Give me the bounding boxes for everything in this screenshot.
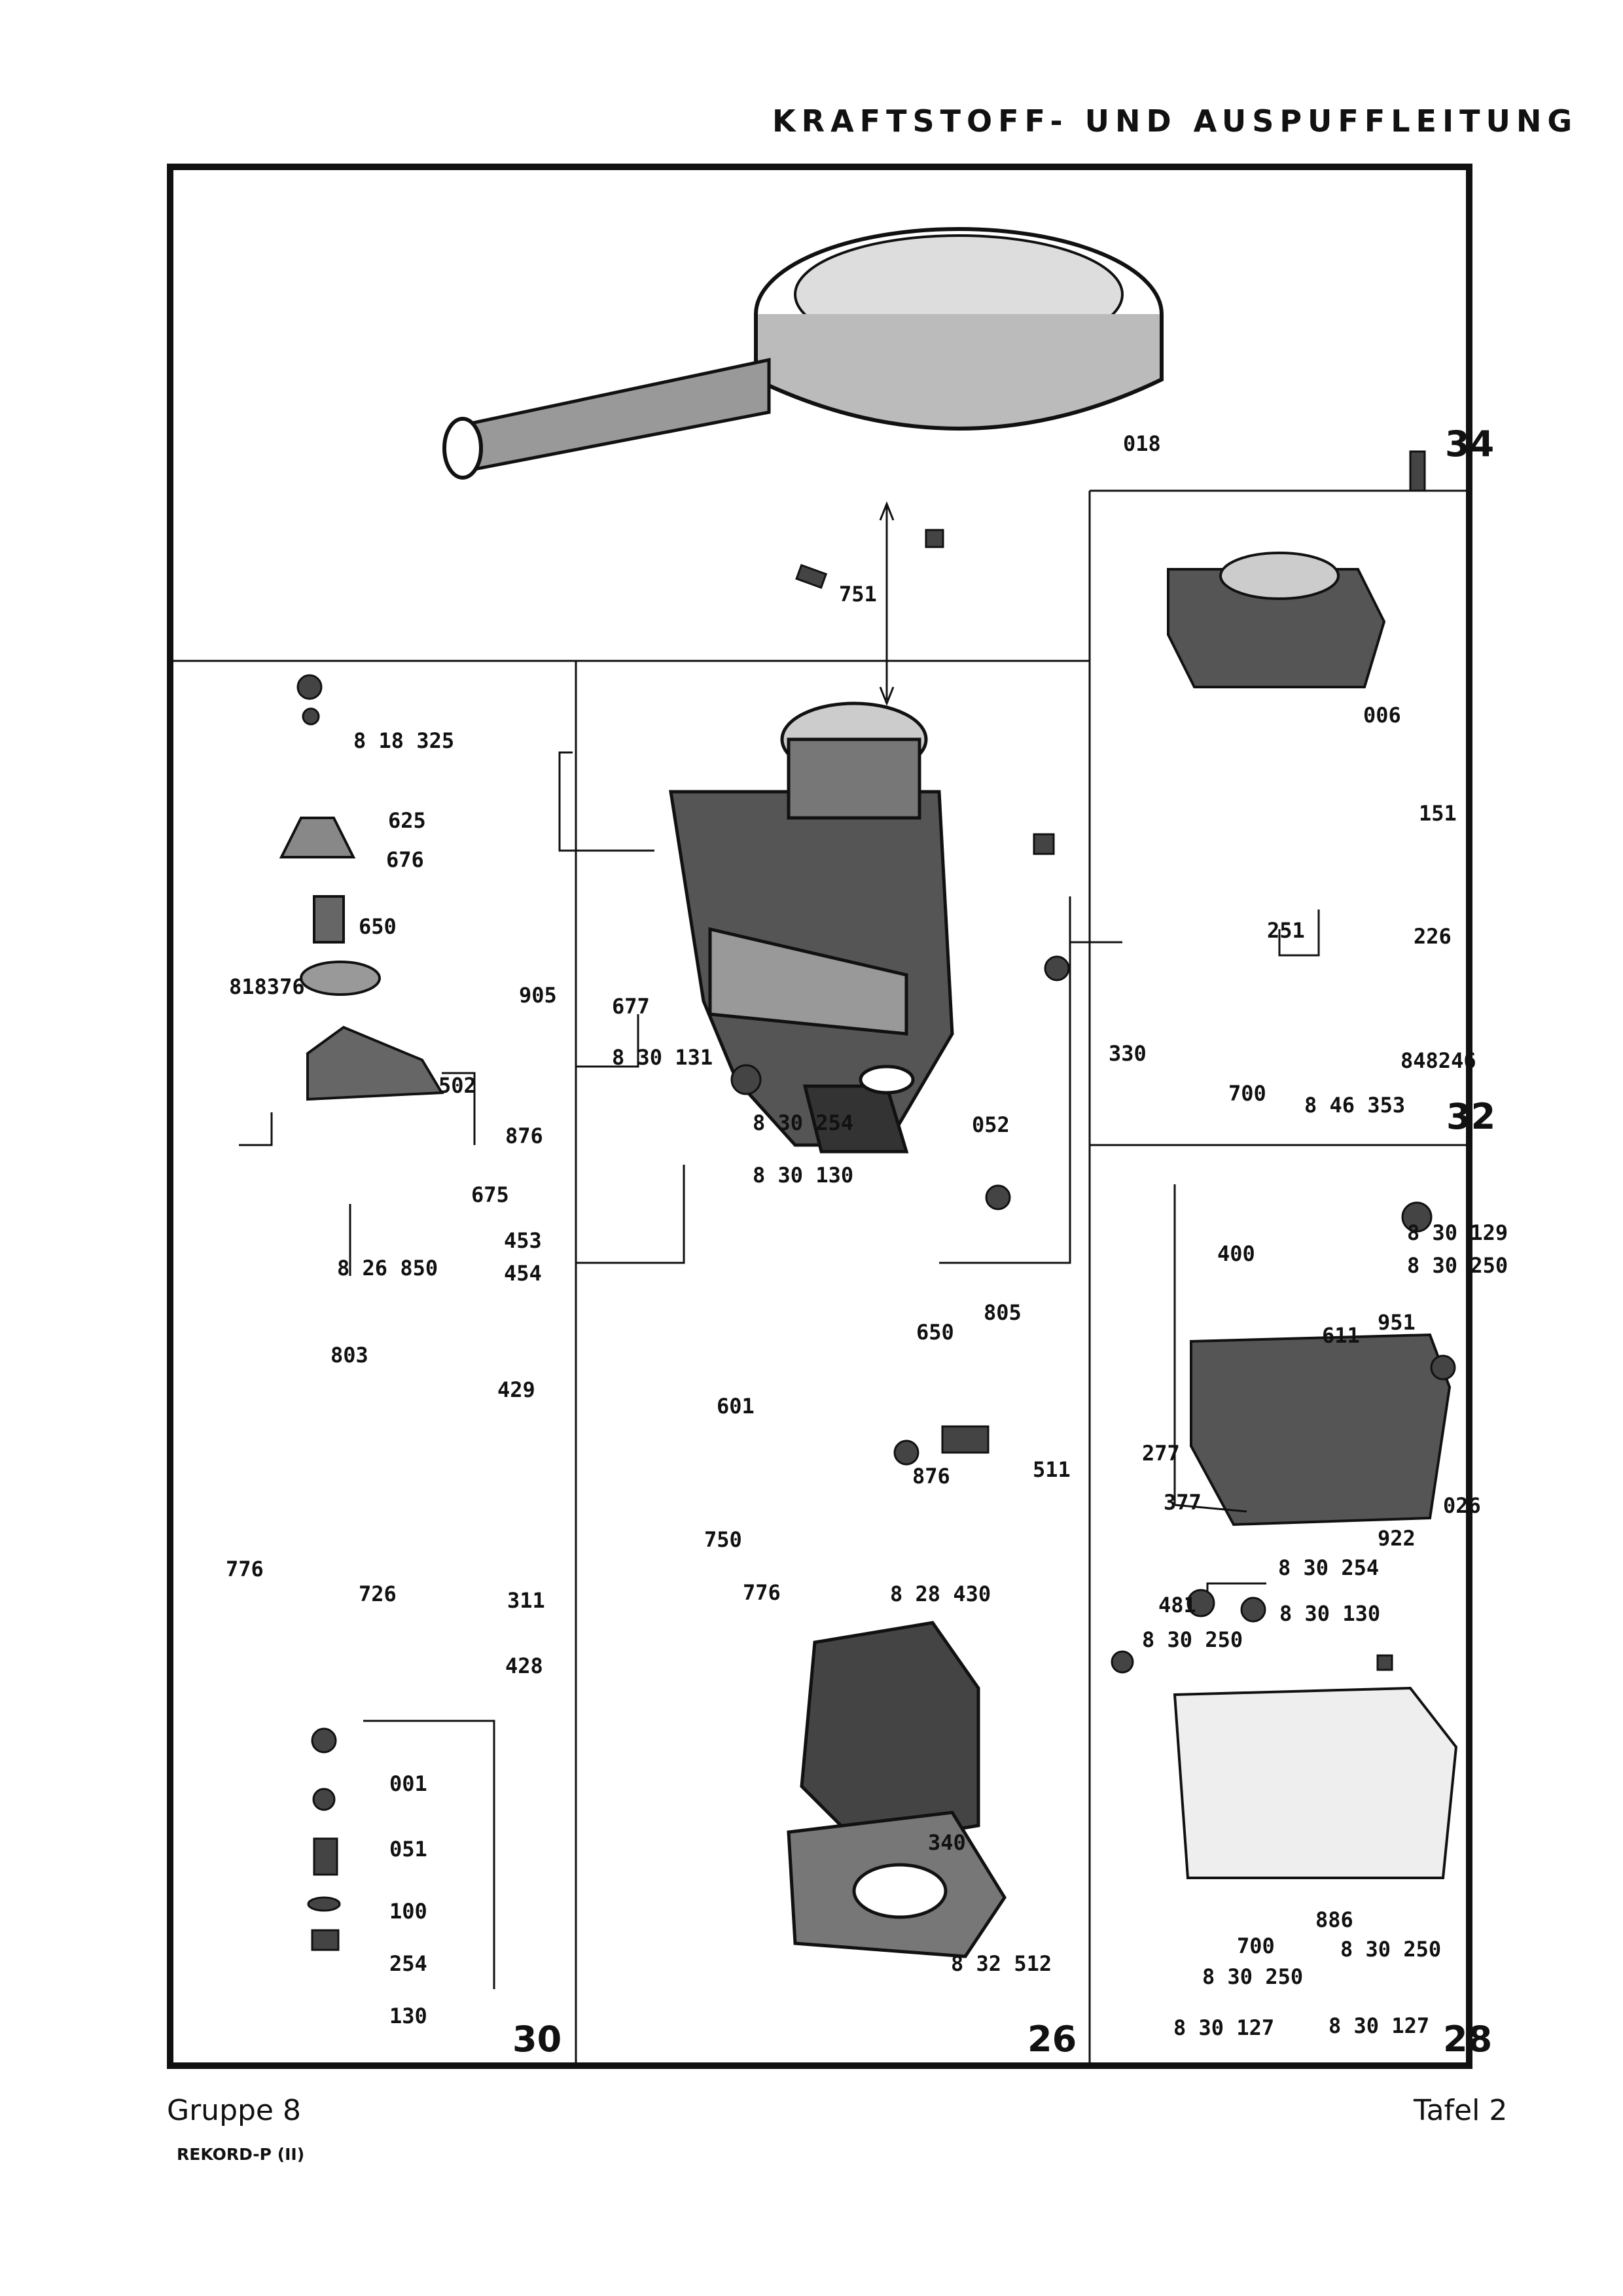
part-label: 8 30 127 xyxy=(1173,2015,1275,2040)
part-label: 776 xyxy=(743,1580,781,1605)
part-label: 052 xyxy=(972,1112,1010,1137)
part-label: 454 xyxy=(504,1261,542,1286)
part-label: 100 xyxy=(389,1899,427,1924)
part-label: 026 xyxy=(1443,1493,1481,1518)
part-label: 018 xyxy=(1123,431,1161,456)
part-label: 8 46 353 xyxy=(1304,1093,1406,1118)
part-label: 700 xyxy=(1237,1934,1275,1958)
carburettor-illustration xyxy=(669,701,954,1154)
accelerator-pump-illustration xyxy=(279,817,444,1101)
part-label: 676 xyxy=(386,847,424,872)
part-label: 700 xyxy=(1228,1081,1266,1106)
part-label: 8 26 850 xyxy=(337,1256,438,1280)
section-number-32: 32 xyxy=(1446,1096,1496,1137)
part-label: 803 xyxy=(330,1343,368,1368)
part-label: 8 30 131 xyxy=(612,1045,713,1070)
part-label: 453 xyxy=(504,1228,542,1253)
part-label: 8 30 250 xyxy=(1142,1627,1243,1652)
part-label: 8 30 127 xyxy=(1329,2013,1430,2038)
part-label: 340 xyxy=(928,1830,966,1855)
part-label: 848246 xyxy=(1400,1048,1476,1073)
part-label: 951 xyxy=(1378,1310,1416,1335)
throttle-body-illustration xyxy=(787,1621,1007,1958)
model-label: REKORD-P (II) xyxy=(177,2145,305,2164)
part-label: 677 xyxy=(612,994,650,1019)
part-label: 776 xyxy=(226,1557,264,1581)
part-label: 675 xyxy=(471,1182,509,1207)
part-label: 805 xyxy=(984,1300,1022,1325)
part-label: 8 30 130 xyxy=(753,1163,854,1188)
part-label: 006 xyxy=(1363,703,1401,728)
plate-label: Tafel 2 xyxy=(1414,2094,1508,2127)
air-filter-illustration xyxy=(442,227,1164,480)
part-label: 481 xyxy=(1158,1593,1196,1617)
exploded-parts-diagram xyxy=(167,227,1472,2069)
float-chamber-illustration xyxy=(1173,1333,1458,1879)
part-label: 625 xyxy=(388,808,426,833)
part-label: 601 xyxy=(717,1394,755,1419)
part-label: 8 30 254 xyxy=(753,1110,854,1135)
part-label: 750 xyxy=(704,1527,742,1552)
part-label: 330 xyxy=(1109,1041,1147,1066)
page-title: KRAFTSTOFF- UND AUSPUFFLEITUNG xyxy=(772,103,1578,139)
section-number-28: 28 xyxy=(1443,2019,1493,2060)
leader-lines xyxy=(239,501,1320,1989)
part-label: 429 xyxy=(497,1377,535,1402)
small-parts xyxy=(296,450,1456,1951)
part-label: 876 xyxy=(912,1464,950,1489)
part-label: 8 28 430 xyxy=(890,1581,991,1606)
part-label: 428 xyxy=(505,1653,543,1678)
part-label: 751 xyxy=(839,582,877,607)
part-label: 001 xyxy=(389,1771,427,1796)
part-label: 377 xyxy=(1164,1490,1202,1515)
group-label: Gruppe 8 xyxy=(167,2094,301,2127)
part-label: 151 xyxy=(1419,801,1457,826)
part-label: 650 xyxy=(916,1320,954,1345)
part-label: 611 xyxy=(1322,1323,1360,1348)
part-label: 650 xyxy=(359,914,397,939)
part-label: 8 32 512 xyxy=(951,1951,1052,1976)
part-label: 905 xyxy=(519,983,557,1008)
part-label: 226 xyxy=(1414,924,1452,949)
part-label: 400 xyxy=(1217,1241,1255,1266)
part-label: 254 xyxy=(389,1951,427,1976)
part-label: 311 xyxy=(507,1588,545,1613)
part-label: 130 xyxy=(389,2004,427,2028)
part-label: 8 30 250 xyxy=(1340,1937,1442,1962)
diagram-frame xyxy=(167,164,1472,2069)
part-label: 8 18 325 xyxy=(353,728,455,753)
part-label: 251 xyxy=(1267,918,1305,943)
part-label: 818376 xyxy=(229,974,305,999)
part-label: 8 30 130 xyxy=(1279,1601,1381,1626)
part-label: 502 xyxy=(438,1073,476,1098)
part-label: 8 30 250 xyxy=(1407,1253,1508,1278)
part-label: 8 30 250 xyxy=(1202,1964,1304,1989)
part-label: 8 30 129 xyxy=(1407,1220,1508,1245)
part-label: 922 xyxy=(1378,1526,1416,1551)
part-label: 886 xyxy=(1315,1907,1353,1932)
part-label: 051 xyxy=(389,1837,427,1862)
part-label: 8 30 254 xyxy=(1278,1555,1380,1580)
part-label: 726 xyxy=(359,1581,397,1606)
section-number-30: 30 xyxy=(512,2019,562,2060)
part-label: 511 xyxy=(1033,1457,1071,1482)
part-label: 277 xyxy=(1142,1441,1180,1466)
part-label: 876 xyxy=(505,1123,543,1148)
choke-housing-illustration xyxy=(1167,552,1386,688)
section-number-34: 34 xyxy=(1445,423,1495,465)
section-number-26: 26 xyxy=(1027,2019,1077,2060)
